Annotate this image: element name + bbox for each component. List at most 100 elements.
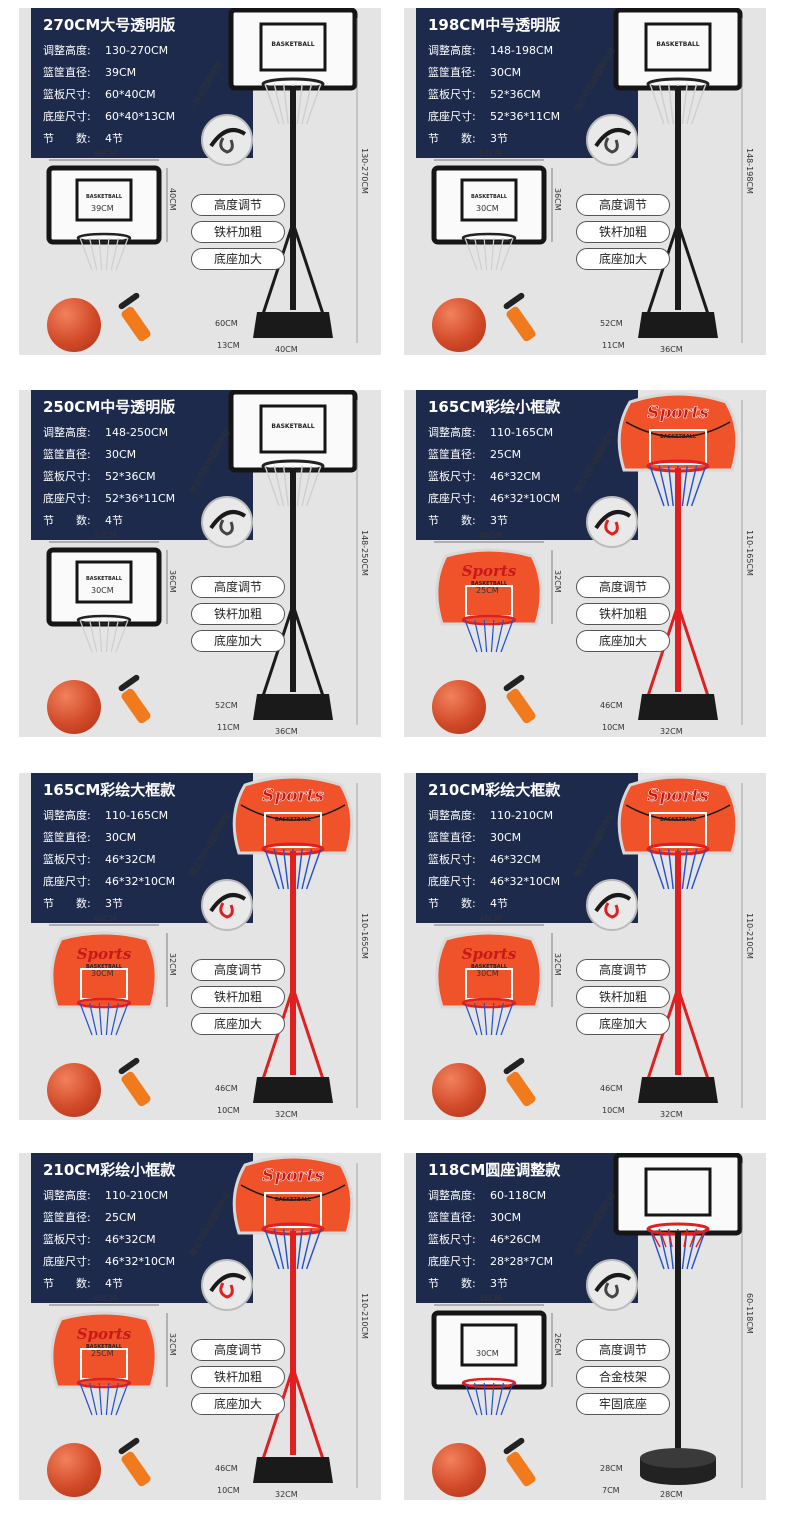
- dim-board-height: 36CM: [553, 188, 562, 211]
- small-net-strand: [464, 1382, 478, 1416]
- small-net-strand: [79, 619, 93, 653]
- small-backboard-target: [75, 560, 133, 604]
- small-backboard-label: BASKETBALL: [86, 576, 123, 582]
- backboard-target: [644, 22, 712, 72]
- small-net-strand: [110, 1382, 119, 1416]
- net-strand: [667, 848, 674, 890]
- feature-badge: 高度调节: [191, 194, 285, 216]
- spec-value: 30CM: [490, 66, 522, 79]
- dim-base-width: 36CM: [660, 345, 683, 354]
- product-title: 165CM彩绘小框款: [428, 398, 561, 416]
- spec-label: 调整高度:: [428, 1189, 476, 1202]
- dim-total-height: 60-118CM: [745, 1293, 754, 1334]
- basketball-icon: [432, 1063, 486, 1117]
- small-net-strand: [495, 619, 504, 653]
- dim-base-width: 36CM: [275, 727, 298, 736]
- backboard-label: BASKETBALL: [271, 41, 314, 48]
- hook-icon-rim: [209, 893, 247, 913]
- spec-row-hoop: 篮筐直径:30CM: [43, 444, 241, 466]
- backboard-stripe: [240, 1184, 346, 1201]
- spec-value: 4节: [105, 514, 123, 527]
- spec-label: 篮板尺寸:: [428, 853, 476, 866]
- hook-icon-clip: [219, 902, 234, 919]
- backboard-target: [264, 1192, 322, 1228]
- spec-row-board: 篮板尺寸:46*32CM: [428, 849, 626, 871]
- feature-badge: 铁杆加粗: [191, 603, 285, 625]
- small-net-strand: [105, 1002, 110, 1036]
- spec-row-base: 底座尺寸:46*32*10CM: [43, 1251, 241, 1273]
- spec-label: 篮板尺寸:: [43, 88, 91, 101]
- spec-label: 底座尺寸:: [43, 1255, 91, 1268]
- spec-row-base: 底座尺寸: 46*32*10CM: [428, 871, 626, 893]
- dim-board-height: 40CM: [168, 188, 177, 211]
- net-strand: [690, 1228, 707, 1270]
- small-rim: [461, 1377, 517, 1389]
- small-rim: [461, 614, 517, 626]
- product-title: 118CM圆座调整款: [428, 1161, 561, 1179]
- net-strand: [273, 83, 285, 125]
- feature-badge: 铁杆加粗: [191, 986, 285, 1008]
- hook-icon-rim: [209, 128, 247, 148]
- feature-badge: 底座加大: [191, 1013, 285, 1035]
- spec-value: 46*32*10CM: [490, 875, 561, 888]
- spec-label: 篮筐直径:: [43, 831, 91, 844]
- hook-icon: [209, 1273, 247, 1299]
- net-strand: [273, 848, 285, 890]
- spec-value: 60*40CM: [105, 88, 156, 101]
- net-strand: [681, 465, 688, 507]
- spec-value: 52*36*11CM: [490, 110, 561, 123]
- spec-label: 篮筐直径:: [43, 1211, 91, 1224]
- net-strand: [695, 1228, 707, 1248]
- spec-label: 调整高度:: [43, 1189, 91, 1202]
- dim-hoop: 25CM: [476, 586, 499, 595]
- hook-icon: [594, 510, 632, 536]
- dim-base-height: 46CM: [215, 1084, 238, 1093]
- small-net-strand: [474, 1382, 483, 1416]
- small-backboard-label: BASKETBALL: [86, 194, 123, 200]
- feature-badge: 牢固底座: [576, 1393, 670, 1415]
- pole: [675, 1231, 681, 1455]
- hook-icon-rim: [209, 510, 247, 530]
- net-strand: [305, 848, 322, 890]
- backboard-target: [649, 429, 707, 465]
- spec-row-hoop: 篮筐直径:30CM: [428, 1207, 626, 1229]
- backboard-shape: [232, 1155, 354, 1235]
- small-net-strand: [490, 1002, 495, 1036]
- spec-row-hoop: 篮筐直径:30CM: [428, 827, 626, 849]
- spec-label: 底座尺寸:: [428, 875, 476, 888]
- pump-handle: [118, 1437, 140, 1455]
- pump-handle: [503, 674, 525, 692]
- spec-row-board: 篮板尺寸:46*32CM: [43, 1229, 241, 1251]
- hook-icon: [594, 893, 632, 919]
- backboard-shape: [228, 8, 358, 91]
- pump-body: [121, 1071, 151, 1107]
- hook-icon-clip: [604, 519, 619, 536]
- product-title: 270CM大号透明版: [43, 16, 176, 34]
- dim-hoop: 30CM: [476, 969, 499, 978]
- feature-badge: 铁杆加粗: [576, 221, 670, 243]
- spec-label: 调整高度:: [428, 426, 476, 439]
- net-hook-callout: [586, 1259, 638, 1311]
- spec-value: 25CM: [105, 1211, 137, 1224]
- spec-row-sections: 节 数:3节: [428, 128, 626, 150]
- spec-row-hoop: 篮筐直径:39CM: [43, 62, 241, 84]
- small-net-strand: [110, 237, 119, 271]
- hook-icon: [209, 128, 247, 154]
- base: [253, 1077, 333, 1103]
- net-strand: [264, 1228, 280, 1270]
- spec-value: 25CM: [490, 448, 522, 461]
- backboard-stripe: [240, 804, 346, 821]
- pole: [675, 468, 681, 692]
- dim-base-width: 32CM: [660, 727, 683, 736]
- dim-total-height: 130-270CM: [360, 148, 369, 194]
- spec-row-sections: 节 数:3节: [428, 1273, 626, 1295]
- base: [253, 1457, 333, 1483]
- basketball-icon: [47, 680, 101, 734]
- basketball-icon: [432, 298, 486, 352]
- dim-base-width: 28CM: [660, 1490, 683, 1499]
- spec-label: 节 数:: [43, 514, 91, 527]
- small-net-strand: [105, 237, 110, 271]
- spec-value: 3节: [490, 1277, 508, 1290]
- feature-badge: 底座加大: [576, 248, 670, 270]
- small-net-strand: [500, 1002, 514, 1036]
